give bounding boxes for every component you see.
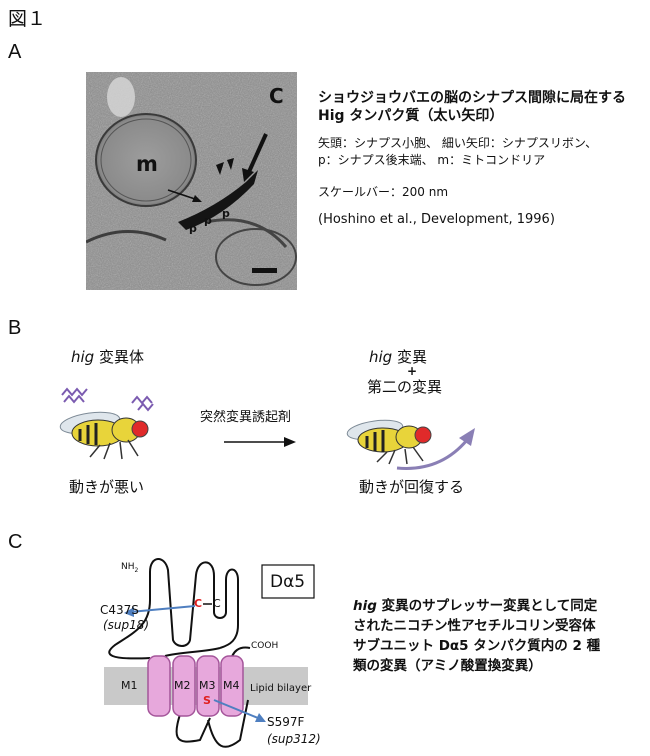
caption-c-line1-text: 変異のサプレッサー変異として同定 [376, 598, 598, 614]
mutation-arrow-1 [129, 605, 196, 613]
postsynaptic-label-3: p [222, 207, 230, 220]
mutation1-label: C437S [100, 603, 139, 617]
micrograph-label-c: C [269, 84, 284, 108]
mutation-arrow-2 [213, 699, 259, 719]
legend-line1: 矢頭：シナプス小胞、 細い矢印：シナプスリボン、 [318, 136, 598, 150]
helix-m3 [196, 655, 220, 717]
receptor-diagram [104, 558, 315, 748]
citation: (Hoshino et al., Development, 1996) [318, 212, 555, 227]
treatment-arrow-icon [224, 437, 296, 447]
nh2-label: NH2 [121, 562, 138, 574]
right-genotype: hig [369, 348, 393, 366]
caption-c-italic: hig [353, 598, 377, 614]
membrane-label: Lipid bilayer [250, 683, 312, 694]
scale-bar-caption: スケールバー：200 nm [318, 185, 449, 199]
caption-c-line1: hig 変異のサプレッサー変異として同定 [353, 596, 645, 616]
subunit-box [261, 564, 315, 599]
panel-a-letter: A [8, 41, 22, 63]
panel-b-letter: B [8, 317, 22, 339]
right-outcome: 動きが回復する [359, 478, 465, 496]
subunit-label: Dα5 [270, 572, 306, 592]
segment-m2: M2 [174, 679, 191, 692]
legend-line2: p：シナプス後末端、 m：ミトコンドリア [318, 153, 546, 167]
segment-m4: M4 [223, 679, 240, 692]
panel-c-caption: hig 変異のサプレッサー変異として同定 されたニコチン性アセチルコリン受容体 … [353, 596, 645, 676]
right-label: 変異 [396, 348, 427, 366]
n-terminal-loops [149, 558, 239, 649]
second-mutation-label: 第二の変異 [367, 378, 443, 396]
n-terminal-tail [108, 572, 151, 660]
plus-sign: + [407, 364, 418, 378]
nh2-text: NH [121, 562, 135, 572]
postsynaptic-label-1: p [189, 222, 197, 235]
left-genotype: hig [71, 348, 95, 366]
caption-c-line4: 類の変異（アミノ酸置換変異） [353, 658, 542, 674]
right-fly-icon [346, 419, 475, 470]
mitochondria-label: m [136, 152, 158, 176]
mutation1-allele: (sup18) [103, 618, 150, 632]
panel-a-legend: 矢頭：シナプス小胞、 細い矢印：シナプスリボン、 p：シナプス後末端、 m：ミト… [318, 135, 648, 169]
panel-a-caption-title: ショウジョウバエの脳のシナプス間隙に局在する Hig タンパク質（太い矢印） [318, 89, 648, 125]
right-genotype-label: hig 変異 [369, 346, 427, 367]
mutagen-label: 突然変異誘起剤 [200, 410, 292, 425]
left-genotype-label: hig 変異体 [71, 346, 144, 367]
postsynaptic-label-2: p [204, 214, 212, 227]
caption-c-line3: サブユニット Dα5 タンパク質内の 2 種 [353, 638, 601, 654]
panel-c-letter: C [8, 531, 23, 553]
caption-title-line2: Hig タンパク質（太い矢印） [318, 108, 504, 124]
left-outcome: 動きが悪い [69, 478, 145, 496]
left-label: 変異体 [98, 348, 144, 366]
serine-mutation-site: S [203, 694, 211, 707]
cysteine-mutation-site: C [194, 597, 203, 610]
helix-m4 [220, 655, 244, 717]
helix-m1 [147, 655, 171, 717]
electron-micrograph: C m p p p [86, 72, 297, 290]
mutation2-label: S597F [267, 715, 305, 729]
caption-c-line2: されたニコチン性アセチルコリン受容体 [353, 618, 596, 634]
nh2-subscript: 2 [134, 566, 139, 574]
left-fly-icon [59, 387, 154, 460]
mutation2-allele: (sup312) [267, 732, 321, 746]
caption-title-line1: ショウジョウバエの脳のシナプス間隙に局在する [318, 90, 626, 106]
cysteine-partner: C [213, 597, 221, 610]
helix-m2 [172, 655, 196, 717]
segment-m1: M1 [121, 679, 138, 692]
cooh-label: COOH [251, 641, 279, 651]
figure-title: 図１ [8, 8, 47, 30]
micrograph-drawing [86, 72, 297, 290]
segment-m3: M3 [199, 679, 216, 692]
